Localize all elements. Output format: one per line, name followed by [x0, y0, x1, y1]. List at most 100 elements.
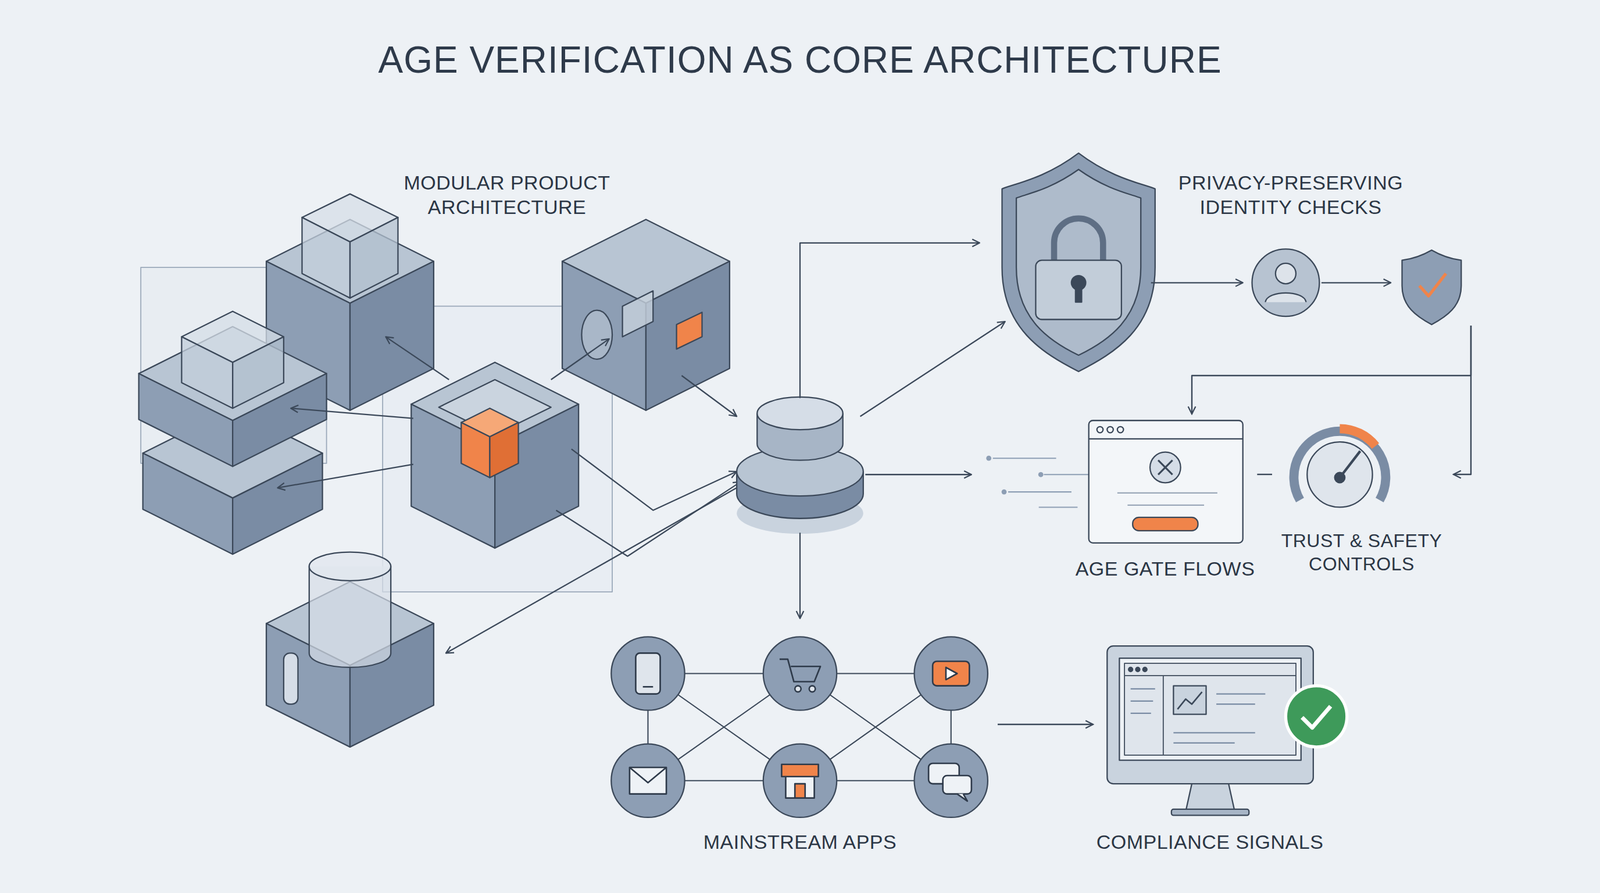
compliance-monitor — [1177, 691, 1202, 710]
shield-lock — [1002, 152, 1156, 372]
hub-arrow — [865, 473, 972, 475]
app-glyph — [629, 767, 667, 795]
module-cube — [622, 290, 654, 337]
age-gate-window — [1127, 504, 1205, 506]
app-icon — [763, 636, 837, 710]
age-gate-window — [1106, 426, 1114, 434]
labelled-illustration: COMPLIANCE SIGNALS — [1093, 627, 1355, 863]
flow-connector — [997, 723, 1094, 725]
person-icon — [1252, 248, 1320, 317]
age-gate-window — [1117, 492, 1218, 494]
compliance-monitor — [1173, 742, 1235, 744]
check-shield — [1419, 273, 1446, 297]
compliance-monitor — [1130, 700, 1154, 702]
hub-arrow — [800, 243, 1006, 619]
compliance-monitor — [1216, 703, 1256, 705]
compliance-monitor — [1171, 809, 1249, 816]
module-cube — [562, 219, 730, 410]
hub-arrow — [800, 243, 980, 399]
compliance-monitor — [1130, 688, 1156, 690]
node-label: MAINSTREAM APPS — [703, 829, 897, 855]
module-cube — [350, 217, 398, 299]
app-icon — [611, 636, 685, 710]
age-gate-window — [1008, 491, 1072, 493]
module-stack — [138, 311, 327, 555]
module-arrow — [556, 481, 742, 557]
module-cube — [309, 566, 391, 668]
safety-gauge — [1293, 428, 1386, 507]
module-cube — [645, 261, 730, 410]
compliance-monitor — [1128, 667, 1133, 672]
module-cube — [283, 652, 299, 705]
app-glyph — [779, 659, 821, 682]
compliance-monitor — [1173, 731, 1255, 734]
labelled-illustration: PRIVACY-PRESERVING IDENTITY CHECKS — [988, 152, 1489, 326]
app-glyph — [956, 794, 968, 802]
compliance-monitor — [1173, 686, 1206, 715]
compliance-monitor — [1124, 663, 1296, 756]
labelled-illustration: MAINSTREAM APPS — [601, 627, 998, 863]
module-stack — [181, 336, 233, 409]
module-cube — [302, 217, 350, 299]
compliance-monitor — [1119, 658, 1301, 761]
module-arrow — [277, 464, 413, 488]
module-arrow — [385, 336, 449, 380]
compliance-monitor — [1143, 667, 1148, 672]
module-cube — [309, 552, 391, 581]
app-glyph — [635, 652, 660, 694]
app-glyph — [794, 783, 806, 799]
compliance-monitor — [1124, 675, 1296, 677]
age-gate-window — [993, 457, 1057, 459]
app-network — [647, 673, 951, 781]
compliance-monitor — [1130, 712, 1152, 714]
hub-cylinder — [736, 397, 864, 534]
app-icon — [914, 636, 988, 710]
shield-lock — [1035, 260, 1121, 320]
hub-cylinder — [756, 397, 843, 430]
hub-arrow — [860, 321, 1006, 417]
app-glyph — [809, 686, 816, 693]
compliance-monitor — [1185, 783, 1235, 812]
compliance-monitor — [1162, 675, 1164, 756]
person-icon — [1275, 263, 1296, 284]
compliance-monitor — [1106, 645, 1314, 784]
app-icon — [914, 744, 988, 818]
module-stack — [232, 336, 284, 409]
module-arrow — [551, 338, 610, 380]
compliance-monitor — [1285, 686, 1347, 748]
module-arrow — [277, 336, 741, 653]
app-glyph — [781, 764, 819, 777]
compliance-monitor — [1302, 706, 1331, 728]
age-gate-window — [1088, 438, 1244, 440]
flow-connector — [1191, 325, 1471, 414]
safety-gauge — [1334, 472, 1346, 484]
core-cube — [411, 362, 579, 548]
module-stack — [232, 452, 323, 555]
age-gate-window — [986, 420, 1243, 544]
app-icon — [611, 636, 988, 818]
app-glyph — [794, 686, 802, 693]
compliance-monitor — [1106, 645, 1347, 816]
module-cube — [676, 312, 703, 349]
age-gate-window — [1158, 460, 1173, 475]
app-glyph — [629, 767, 667, 783]
age-gate-window — [1132, 517, 1198, 531]
module-arrow — [290, 408, 414, 419]
age-gate-window — [1097, 426, 1104, 434]
core-cube — [461, 422, 490, 478]
shield-lock — [1075, 286, 1082, 303]
age-gate-window — [1038, 506, 1078, 508]
node-label: AGE GATE FLOWS — [1075, 556, 1256, 582]
flow-connector — [1256, 473, 1273, 475]
age-gate-window — [986, 455, 992, 462]
core-cube — [489, 422, 519, 478]
labelled-illustration: TRUST & SAFETY CONTROLS — [1272, 413, 1454, 588]
node-label: MODULAR PRODUCT ARCHITECTURE — [393, 170, 621, 220]
shield-lock — [1054, 218, 1103, 264]
module-cube — [581, 310, 613, 360]
safety-gauge — [1306, 441, 1373, 507]
labelled-illustration: AGE GATE FLOWS — [1069, 413, 1257, 588]
